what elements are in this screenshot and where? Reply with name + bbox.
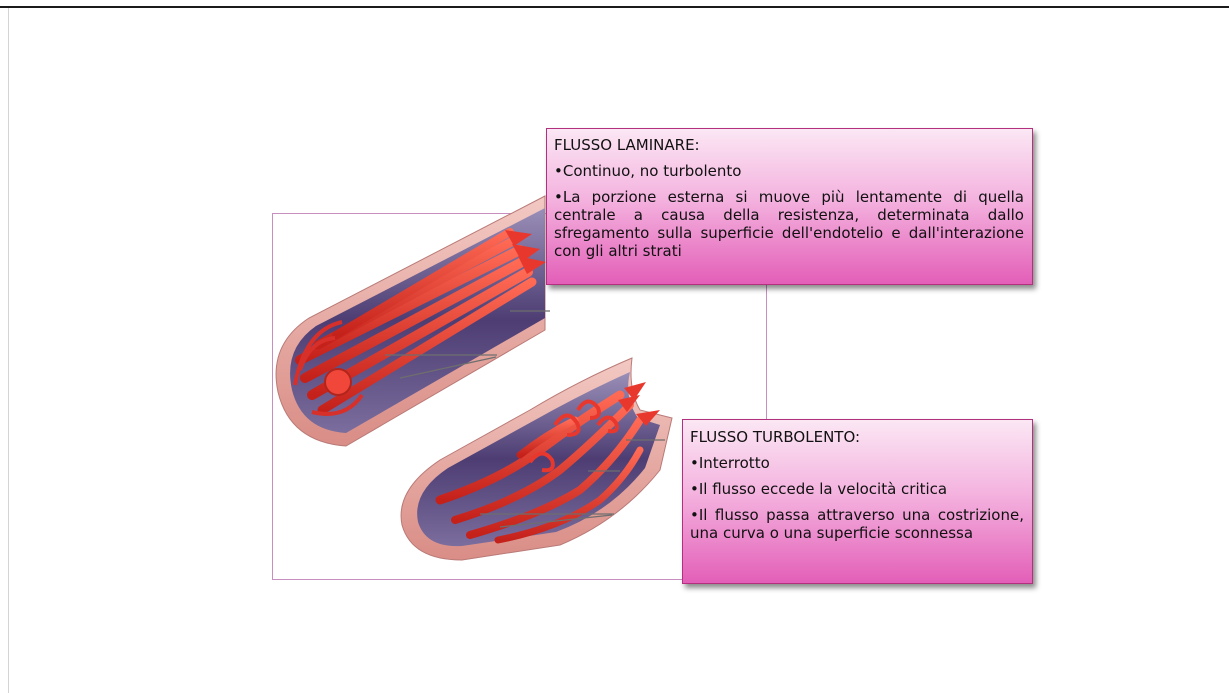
turbulent-flow-point-2: •Il flusso eccede la velocità critica (690, 480, 1024, 498)
laminar-vessel (276, 196, 550, 446)
laminar-flow-title: FLUSSO LAMINARE: (554, 136, 1024, 154)
turbulent-flow-title: FLUSSO TURBOLENTO: (690, 428, 1024, 446)
laminar-flow-point-1: •Continuo, no turbolento (554, 162, 1024, 180)
laminar-core-stream-end (325, 369, 351, 395)
turbulent-flow-point-3: •Il flusso passa attraverso una costrizi… (690, 506, 1024, 542)
laminar-flow-point-2: •La porzione esterna si muove più lentam… (554, 188, 1024, 260)
turbulent-flow-point-1: •Interrotto (690, 454, 1024, 472)
laminar-flow-textbox: FLUSSO LAMINARE: •Continuo, no turbolent… (546, 128, 1033, 285)
turbulent-flow-textbox: FLUSSO TURBOLENTO: •Interrotto •Il fluss… (682, 419, 1033, 584)
